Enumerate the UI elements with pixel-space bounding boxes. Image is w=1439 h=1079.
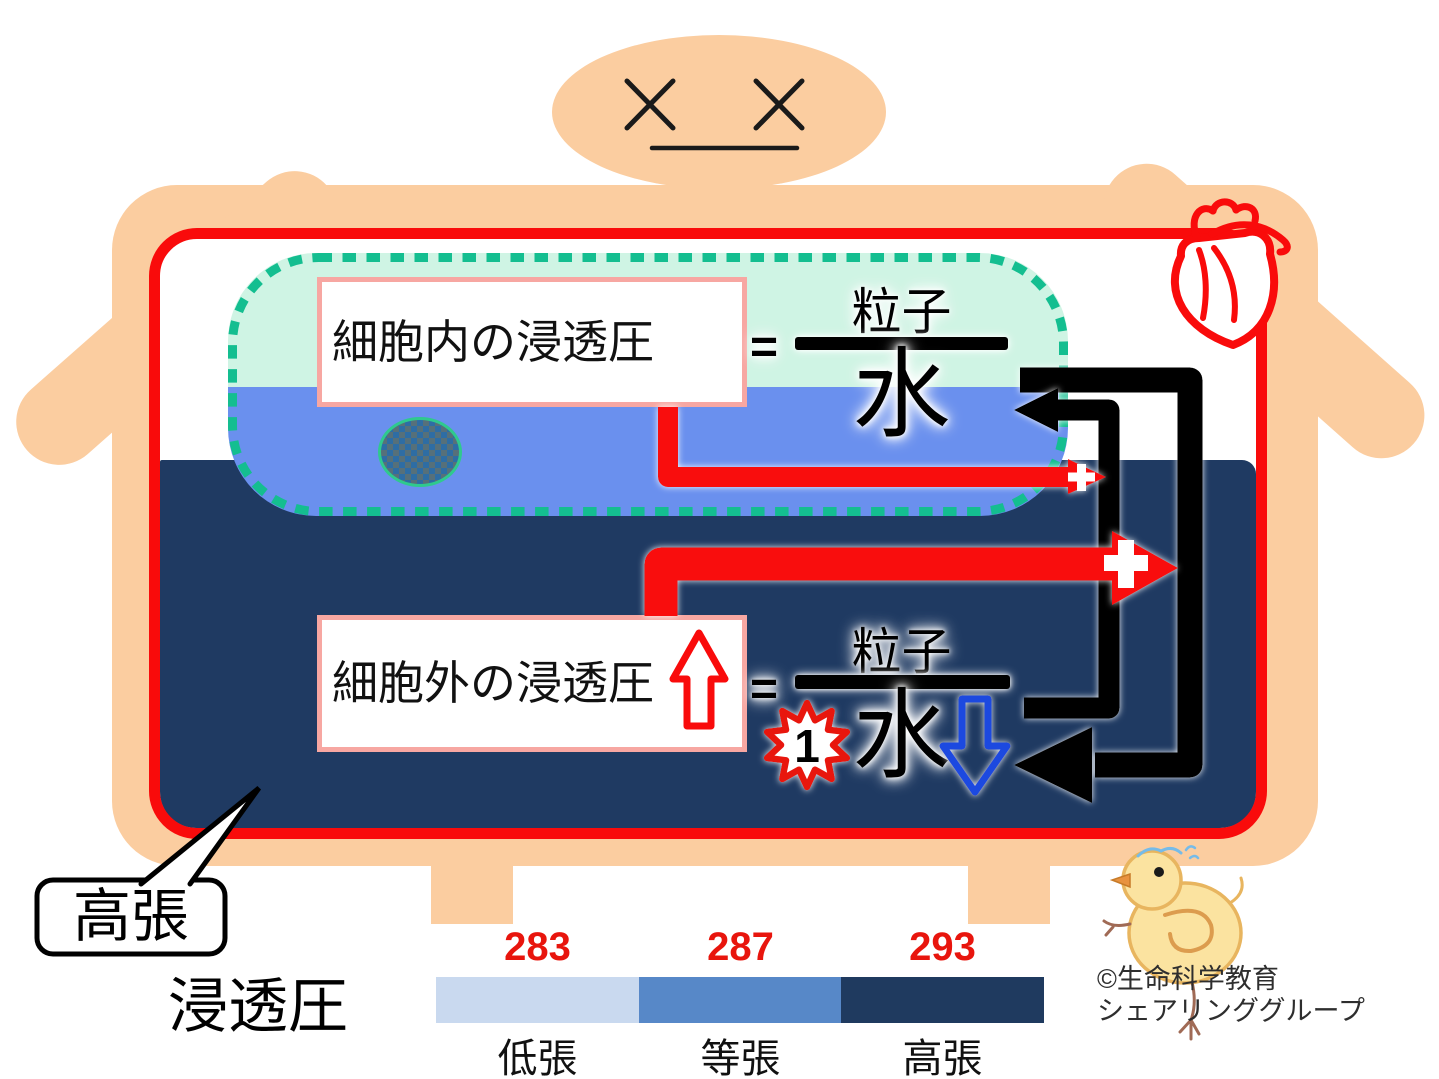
copyright-credit: ©生命科学教育 シェアリンググループ (1097, 963, 1365, 1028)
scale-value-283: 283 (504, 925, 571, 969)
step-1-number: 1 (794, 720, 820, 772)
scale-segment-hypotonic (436, 977, 639, 1023)
copyright-line2: シェアリンググループ (1097, 996, 1365, 1027)
extracellular-label: 細胞外の浸透圧 (332, 657, 654, 709)
scale-segment-hypertonic (841, 977, 1044, 1023)
scale-value-287: 287 (707, 925, 774, 969)
numerator-bottom: 粒子 (851, 624, 952, 680)
scale-label-hypertonic: 高張 (902, 1037, 983, 1079)
scale-segment-isotonic (639, 977, 841, 1023)
figure-right-leg (968, 850, 1050, 924)
hypertonic-callout-label: 高張 (72, 884, 189, 949)
denominator-bottom: 水 (852, 680, 951, 790)
scale-label-isotonic: 等張 (700, 1037, 781, 1079)
intracellular-label-box: 細胞内の浸透圧 (317, 277, 747, 407)
copyright-line1: ©生命科学教育 (1097, 964, 1279, 994)
figure-left-leg (431, 850, 513, 924)
intracellular-label: 細胞内の浸透圧 (332, 316, 654, 368)
vessel-wall-border (149, 228, 1267, 839)
denominator-top: 水 (852, 339, 951, 449)
scale-label-hypotonic: 低張 (497, 1037, 578, 1079)
equals-sign-bottom: = (750, 663, 779, 716)
extracellular-label-box: 細胞外の浸透圧 (317, 615, 747, 752)
legend-title: 浸透圧 (168, 973, 348, 1040)
numerator-top: 粒子 (851, 284, 952, 340)
equals-sign-top: = (750, 321, 779, 374)
fraction-bar-bottom (795, 675, 1010, 689)
figure-head (552, 35, 886, 189)
scale-value-293: 293 (909, 925, 976, 969)
